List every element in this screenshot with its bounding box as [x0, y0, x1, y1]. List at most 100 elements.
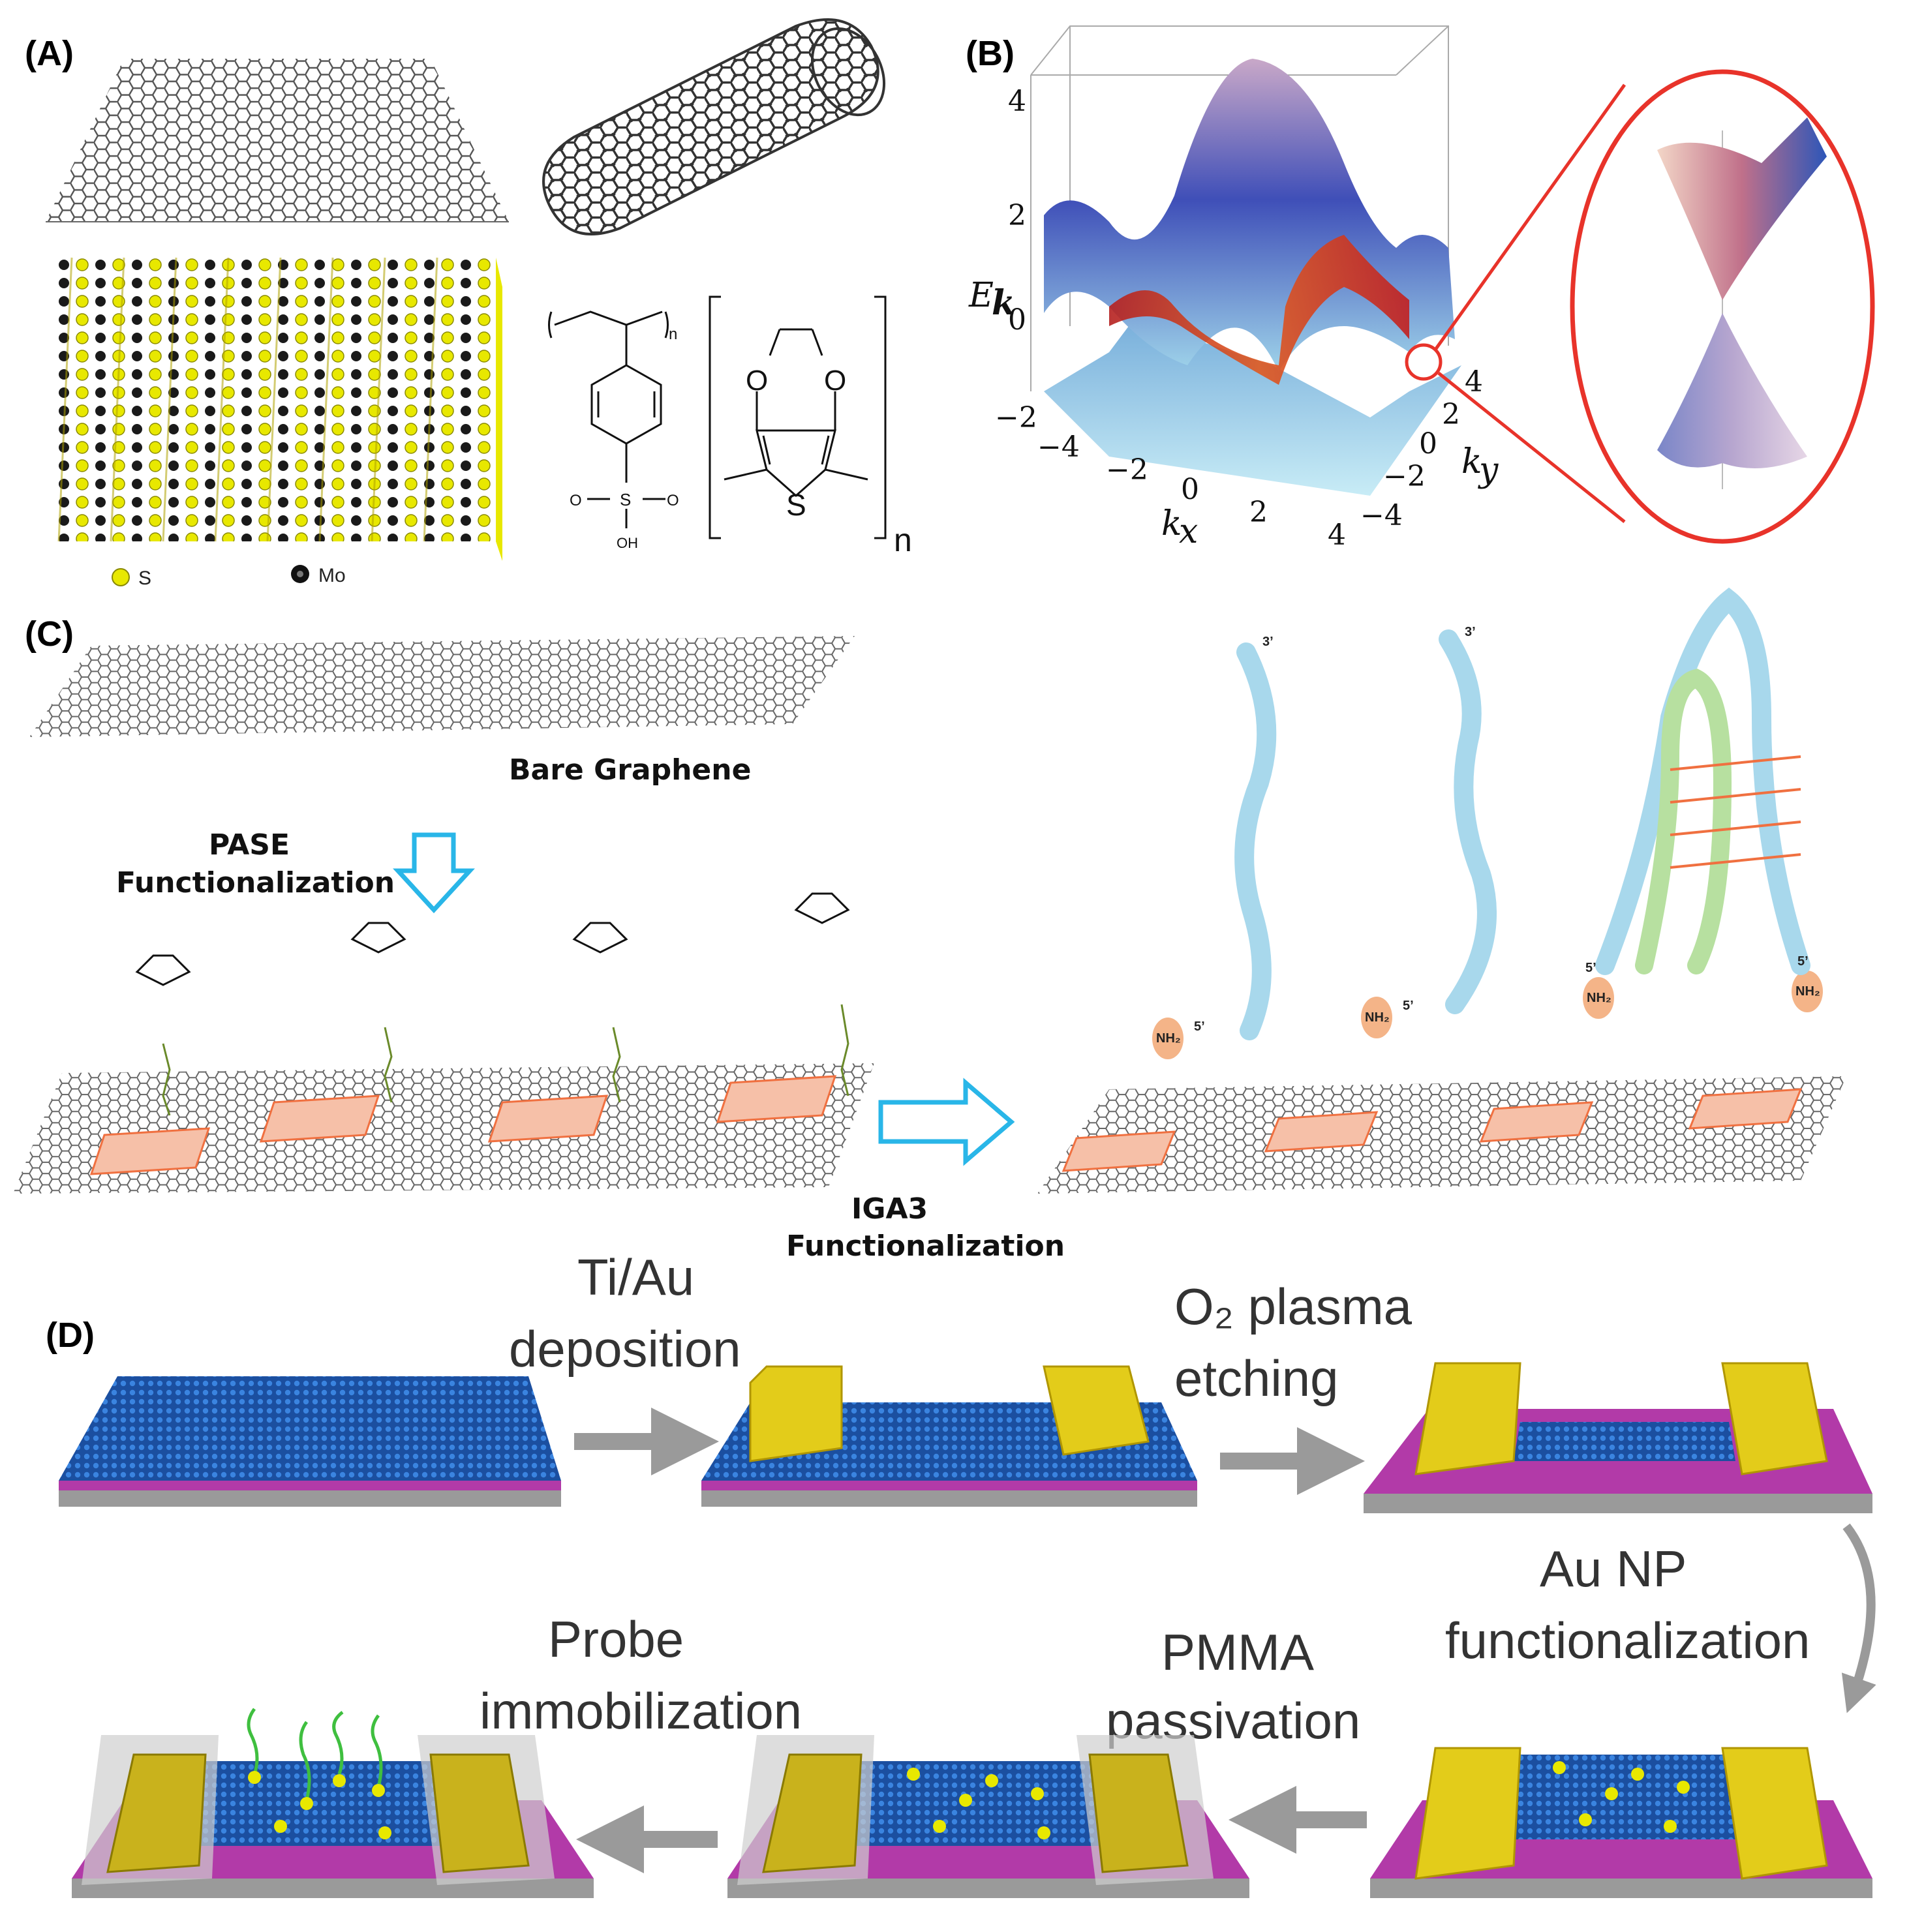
z-ticks: 4 2 0 −2	[995, 85, 1037, 434]
five-prime-label: 5’	[1797, 954, 1809, 969]
iga3-pyrenes	[1061, 1088, 1803, 1172]
x-ticks: −4 −2 0 2 4	[1037, 430, 1346, 552]
nh2-label: NH₂	[1156, 1031, 1181, 1046]
y-ticks: 4 2 0 −2 −4	[1360, 365, 1483, 532]
mos2-crystal	[52, 257, 502, 561]
gold-electrode	[762, 1753, 863, 1873]
y-tick: −4	[1360, 499, 1403, 532]
step-4-line1: PMMA	[1161, 1623, 1314, 1681]
five-prime-label: 5’	[1194, 1019, 1205, 1034]
pase-line2: Functionalization	[116, 866, 395, 899]
pase-line1: PASE	[209, 828, 290, 862]
iga3-line1: IGA3	[851, 1192, 928, 1226]
nh2-label: NH₂	[1587, 991, 1611, 1005]
y-tick: 0	[1419, 427, 1437, 460]
panel-a-label: (A)	[25, 34, 74, 73]
right-arrow-icon	[878, 1078, 1015, 1166]
panel-b-label: (B)	[966, 34, 1015, 73]
gold-electrode	[1414, 1362, 1521, 1475]
device-au-np	[1370, 1747, 1872, 1898]
pedot-n-label: n	[894, 522, 912, 558]
pss-n-label: n	[669, 325, 677, 343]
gold-electrode	[429, 1753, 530, 1873]
amine-groups	[1152, 971, 1823, 1059]
gold-electrode	[1043, 1365, 1150, 1456]
energy-surface	[1044, 59, 1461, 496]
y-axis-sub: y	[1478, 451, 1499, 490]
dirac-cone-zoom	[1405, 69, 1875, 544]
bare-graphene-sheet	[29, 636, 855, 737]
pedot-o2-label: O	[824, 365, 846, 397]
panel-b: (B) E k 4 2 0 −2 −4 −2 0 2 4 4	[966, 25, 1875, 552]
device-etched	[1364, 1362, 1872, 1513]
bare-graphene-caption: Bare Graphene	[509, 753, 751, 787]
pyrene-anchors	[89, 1075, 837, 1175]
pss-structure	[548, 310, 669, 528]
legend-mo-label: Mo	[318, 565, 346, 586]
panel-d-label: (D)	[46, 1316, 95, 1355]
three-prime-label: 3’	[1262, 635, 1274, 649]
three-prime-label: 3’	[1465, 625, 1476, 639]
gold-electrode	[1414, 1747, 1521, 1880]
five-prime-label: 5’	[1585, 961, 1596, 975]
device-bare-film	[59, 1376, 561, 1507]
z-tick: 0	[1008, 303, 1026, 337]
step-1-line1: Ti/Au	[577, 1248, 694, 1306]
strand-tags: 3’ 3’ 5’ 5’ 5’ 5’ NH₂ NH₂ NH₂ NH₂	[1156, 625, 1820, 1046]
z-axis-sub: k	[992, 283, 1015, 323]
gold-electrode	[1088, 1753, 1189, 1873]
panel-a: (A) S Mo	[25, 18, 912, 589]
step-5-line1: Probe	[548, 1610, 684, 1668]
pedot-o1-label: O	[746, 365, 768, 397]
step-5-line2: immobilization	[480, 1682, 802, 1740]
g-quadruplex-bonds	[1670, 755, 1801, 869]
y-tick: 4	[1465, 365, 1483, 399]
pss-s-label: S	[620, 490, 631, 509]
x-tick: −2	[1106, 453, 1148, 487]
x-axis-label: k	[1161, 504, 1182, 543]
dna-strands	[1234, 587, 1810, 1040]
x-axis-sub: x	[1179, 512, 1198, 551]
iga3-graphene-sheet	[1037, 1076, 1846, 1194]
gold-electrode	[106, 1753, 207, 1873]
step-2-line2: etching	[1174, 1350, 1339, 1407]
x-tick: 4	[1328, 519, 1346, 552]
gold-electrode	[1721, 1747, 1828, 1880]
x-tick: 0	[1181, 473, 1199, 506]
five-prime-label: 5’	[1403, 999, 1414, 1013]
panel-d: (D) Ti/Au deposition O₂ plasma etching	[46, 1248, 1876, 1898]
pase-linkers	[162, 1004, 849, 1116]
y-tick: 2	[1442, 398, 1460, 431]
nhs-esters	[135, 892, 850, 986]
dna-probes	[247, 1708, 383, 1801]
z-tick: 4	[1008, 85, 1026, 118]
iga3-line2: Functionalization	[786, 1230, 1065, 1263]
nh2-label: NH₂	[1795, 984, 1820, 999]
panel-c: (C) Bare Graphene PASE Functionalization	[13, 587, 1846, 1263]
gold-electrode	[749, 1365, 843, 1462]
step-3-line2: functionalization	[1445, 1612, 1810, 1669]
curved-arrow-icon	[1841, 1523, 1876, 1713]
step-2-line1: O₂ plasma	[1174, 1278, 1413, 1335]
pedot-structure	[709, 295, 887, 539]
device-probe	[72, 1708, 594, 1898]
panel-c-label: (C)	[25, 614, 74, 654]
z-tick: −2	[995, 401, 1037, 434]
lower-cone	[1657, 313, 1807, 468]
device-pmma	[727, 1735, 1249, 1898]
step-1-line2: deposition	[509, 1320, 741, 1378]
sulfur-legend-icon	[112, 568, 130, 586]
pss-o1-label: O	[570, 492, 582, 509]
carbon-nanotube	[542, 18, 886, 235]
device-electrodes	[701, 1365, 1197, 1507]
z-tick: 2	[1008, 199, 1026, 232]
y-tick: −2	[1383, 460, 1426, 493]
zoom-source-circle	[1405, 343, 1443, 381]
x-tick: 2	[1249, 496, 1268, 529]
x-tick: −4	[1037, 430, 1080, 464]
graphene-sheet	[46, 59, 509, 222]
step-3-line1: Au NP	[1540, 1540, 1687, 1597]
y-axis-label: k	[1461, 442, 1482, 481]
pedot-s-label: S	[786, 488, 806, 522]
pss-oh-label: OH	[617, 535, 638, 551]
